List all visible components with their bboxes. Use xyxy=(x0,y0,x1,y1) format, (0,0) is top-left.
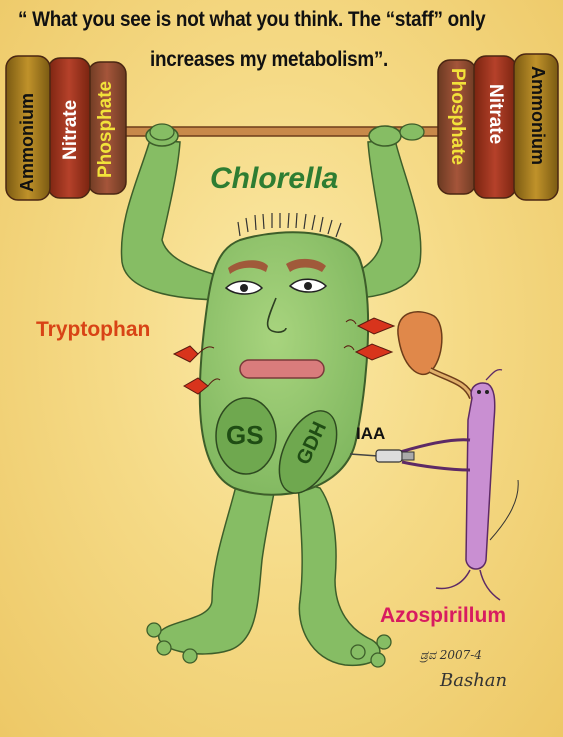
left-weight-label-nitrate: Nitrate xyxy=(60,99,81,160)
mouth xyxy=(239,359,325,379)
signature-line-2: Bashan xyxy=(440,670,508,691)
gdh-organelle xyxy=(278,410,338,494)
tryptophan-arrows-right xyxy=(343,317,396,361)
right-weight-plates xyxy=(437,53,559,201)
right-eyebrow xyxy=(286,258,326,272)
right-leg xyxy=(297,481,381,667)
quote-line-1: “ What you see is not what you think. Th… xyxy=(18,8,486,31)
gs-label: GS xyxy=(226,420,264,450)
quote-line-2: increases my metabolism”. xyxy=(150,48,389,71)
azospirillum-bacterium xyxy=(399,368,519,601)
tryptophan-arrows-left xyxy=(172,345,221,395)
iaa-syringe xyxy=(349,449,415,463)
left-leg xyxy=(157,477,277,655)
left-weight-label-ammonium: Ammonium xyxy=(17,93,37,192)
chlorella-label: Chlorella xyxy=(210,162,339,195)
nose xyxy=(266,297,287,333)
gs-organelle xyxy=(215,397,277,475)
right-weight-label-ammonium: Ammonium xyxy=(528,66,548,165)
right-weight-label-nitrate: Nitrate xyxy=(485,84,506,145)
azospirillum-label: Azospirillum xyxy=(380,604,507,627)
iaa-label: IAA xyxy=(356,424,386,443)
tryptophan-label: Tryptophan xyxy=(36,318,151,341)
signature-line-1: ಡ್ರವ 2007-4 xyxy=(420,648,482,662)
feet-toes xyxy=(146,622,392,668)
left-eyebrow xyxy=(228,260,268,274)
hands xyxy=(149,123,425,141)
left-weight-plates xyxy=(5,55,127,201)
left-weight-label-phosphate: Phosphate xyxy=(95,80,116,178)
right-weight-label-phosphate: Phosphate xyxy=(447,68,468,166)
trumpet-funnel xyxy=(397,311,475,400)
cell-hair xyxy=(237,212,342,238)
